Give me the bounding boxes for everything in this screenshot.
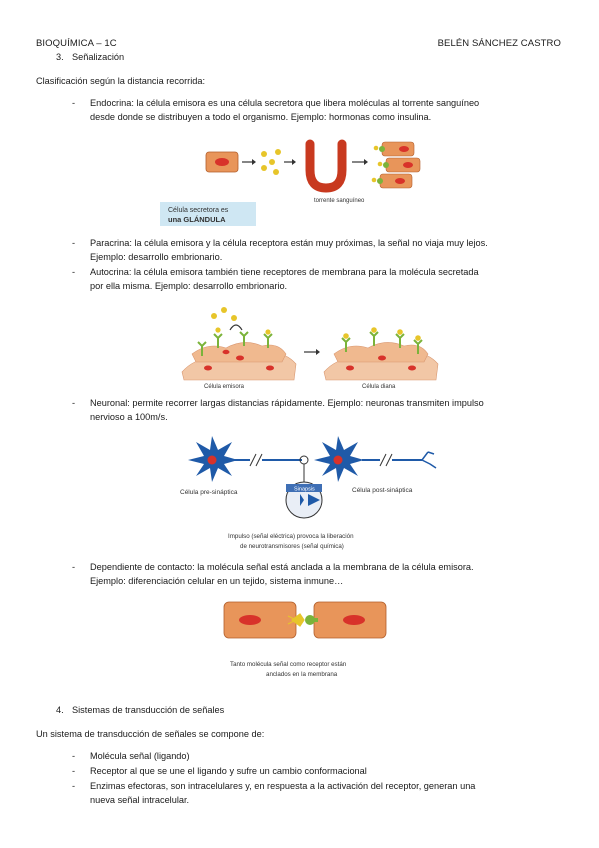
section-3-title: Señalización <box>72 52 125 62</box>
bullet-dash: - <box>72 781 76 791</box>
gland-label-box <box>160 202 256 226</box>
neuronal-caption-line2: de neurotransmisores (señal química) <box>240 543 344 550</box>
gland-label-line1: Célula secretora es <box>168 207 229 214</box>
endocrine-figure: torrente sanguíneo Célula secretora es u… <box>160 139 421 226</box>
section-4-number: 4. <box>56 705 64 715</box>
bullet-dash: - <box>72 398 76 408</box>
section-3-number: 3. <box>56 52 64 62</box>
neuronal-figure: Sinapsis Célula pre-sináptica Célula pos… <box>180 436 437 550</box>
synapse-terminal <box>288 494 304 506</box>
bullet-dash: - <box>72 238 76 248</box>
section-3-intro: Clasificación según la distancia recorri… <box>36 76 206 86</box>
hormone-molecules <box>261 149 281 175</box>
cell-nucleus <box>343 615 365 625</box>
post-synaptic-neuron <box>314 436 437 482</box>
pre-synaptic-neuron <box>188 436 302 482</box>
header-course: BIOQUÍMICA – 1C <box>36 38 117 49</box>
neuronal-caption-line1: Impulso (señal eléctrica) provoca la lib… <box>228 533 354 540</box>
item-endocrine-line2: desde donde se distribuyen a todo el org… <box>90 112 432 122</box>
item-contact-line2: Ejemplo: diferenciación celular en un te… <box>90 576 344 586</box>
anchored-signal <box>287 613 305 627</box>
blood-vessel <box>305 139 347 193</box>
target-cells <box>323 327 439 381</box>
synapse-label: Sinapsis <box>294 487 315 493</box>
component-effector-line1: Enzimas efectoras, son intracelulares y,… <box>90 781 476 791</box>
arrow-head <box>292 159 296 165</box>
component-receptor: Receptor al que se une el ligando y sufr… <box>90 766 367 776</box>
section-4-title: Sistemas de transducción de señales <box>72 705 225 715</box>
emitting-cells <box>181 307 297 381</box>
bullet-dash: - <box>72 98 76 108</box>
item-autocrine-line2: por ella misma. Ejemplo: desarrollo embr… <box>90 281 288 291</box>
section-4-intro: Un sistema de transducción de señales se… <box>36 729 265 739</box>
autocrine-figure: Célula emisora Célula diana <box>181 307 439 390</box>
contact-caption-line2: anclados en la membrana <box>266 671 338 678</box>
component-effector-line2: nueva señal intracelular. <box>90 795 190 805</box>
target-cell-label: Célula diana <box>362 384 396 390</box>
emitting-cell-label: Célula emisora <box>204 384 245 390</box>
item-autocrine-line1: Autocrina: la célula emisora también tie… <box>90 267 479 277</box>
arrow-head <box>316 349 320 355</box>
item-paracrine-line2: Ejemplo: desarrollo embrionario. <box>90 252 223 262</box>
synapse-label-box <box>286 484 322 492</box>
contact-figure: Tanto molécula señal como receptor están… <box>223 601 387 678</box>
item-neuronal-line2: nervioso a 100m/s. <box>90 412 168 422</box>
pre-synaptic-label: Célula pre-sináptica <box>180 489 238 496</box>
target-cells <box>371 141 421 189</box>
receptor-head <box>305 615 315 625</box>
cell-nucleus <box>215 158 229 166</box>
cell-nucleus <box>239 615 261 625</box>
bullet-dash: - <box>72 751 76 761</box>
bullet-dash: - <box>72 267 76 277</box>
arrow-head <box>252 159 256 165</box>
item-neuronal-line1: Neuronal: permite recorrer largas distan… <box>90 398 484 408</box>
item-paracrine-line1: Paracrina: la célula emisora y la célula… <box>90 238 488 248</box>
post-synaptic-label: Célula post-sináptica <box>352 487 413 494</box>
item-contact-line1: Dependiente de contacto: la molécula señ… <box>90 562 474 572</box>
header-author: BELÉN SÁNCHEZ CASTRO <box>437 38 561 49</box>
arrow-head <box>364 159 368 165</box>
gland-label-line2: una GLÁNDULA <box>168 215 226 224</box>
item-endocrine-line1: Endocrina: la célula emisora es una célu… <box>90 98 480 108</box>
bullet-dash: - <box>72 562 76 572</box>
contact-caption-line1: Tanto molécula señal como receptor están <box>230 661 347 668</box>
synapse-receptor <box>308 494 320 506</box>
bullet-dash: - <box>72 766 76 776</box>
component-ligand: Molécula señal (ligando) <box>90 751 190 761</box>
vessel-label: torrente sanguíneo <box>314 198 365 204</box>
